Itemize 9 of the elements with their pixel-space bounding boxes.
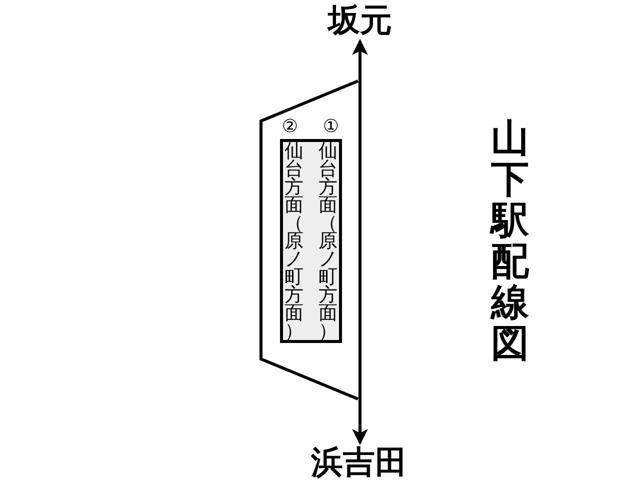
track-number: ②: [280, 116, 300, 138]
station-name: 浜吉田: [300, 444, 418, 480]
track-box: [280, 139, 342, 343]
track-number: ①: [322, 116, 340, 138]
destination-text: 仙台方面（原ノ町方面）: [284, 142, 304, 340]
track-line: [352, 39, 368, 445]
title: 山下駅配線図: [490, 118, 530, 364]
station-name: 坂元: [320, 0, 400, 40]
destination-text: 仙台方面（原ノ町方面）: [318, 142, 338, 340]
